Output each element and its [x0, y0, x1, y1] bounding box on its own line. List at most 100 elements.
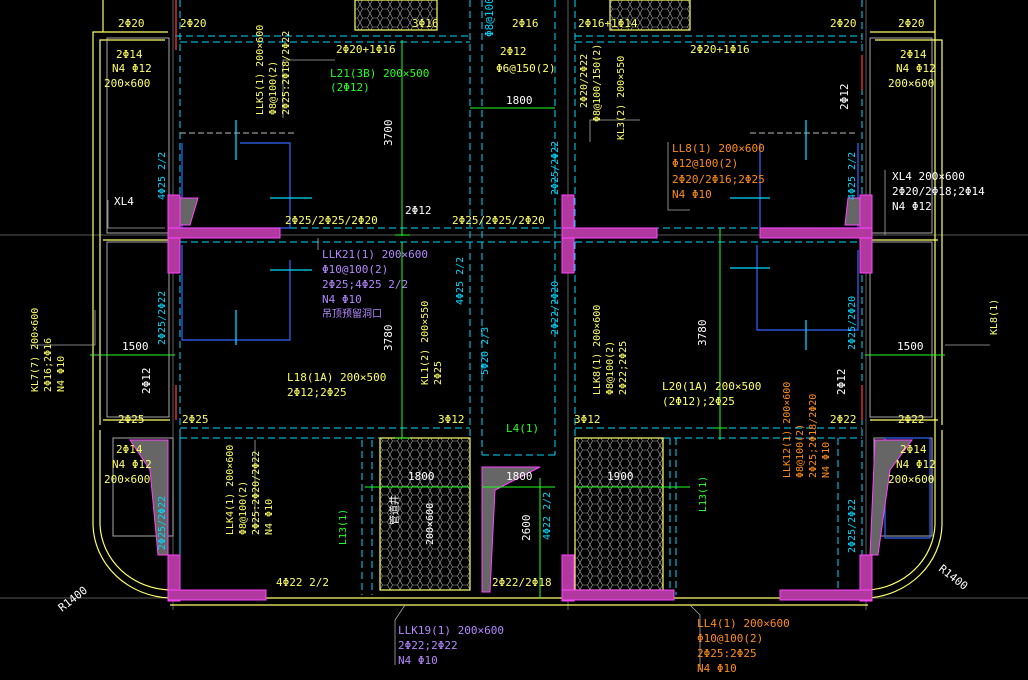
text-line: 200×600 [104, 77, 150, 90]
text-line: 2Φ22;2Φ25 [618, 341, 629, 395]
kl7-annotation: KL7(7) 200×600 2Φ16;2Φ16 N4 Φ10 [30, 308, 67, 392]
text-line: LLK12(1) 200×600 [782, 382, 793, 478]
text-line: 2Φ14 [900, 443, 927, 456]
text-line: Φ10@100(2) [322, 263, 388, 276]
label-row2-left-b: 2Φ25 [182, 413, 209, 426]
label-vert-center-top: 2Φ25/2Φ22 [550, 141, 561, 195]
text-line: N4 Φ10 [264, 499, 275, 535]
label-vert-right-top: 4Φ25 2/2 [847, 152, 858, 200]
label-row1-left: 2Φ25/2Φ25/2Φ20 [285, 214, 378, 227]
label-beam-top-right-run: 2Φ20+1Φ16 [690, 43, 750, 56]
text-line: N4 Φ12 [112, 458, 152, 471]
label-vert-right-mid: 2Φ25/2Φ20 [847, 296, 858, 350]
text-line: 2Φ16;2Φ16 [43, 338, 54, 392]
label-bottom-2phi22: 2Φ22/2Φ18 [492, 576, 552, 589]
text-line: 2Φ12;2Φ25 [287, 386, 347, 399]
text-line: Φ8@100(2) [795, 424, 806, 478]
label-mid-top-a: 2Φ12 [500, 45, 527, 58]
label-left-2phi12: 2Φ12 [140, 368, 153, 395]
text-line: 2Φ14 [116, 48, 143, 61]
text-line: N4 Φ12 [112, 62, 152, 75]
text-line: KL1(2) 200×550 [420, 301, 431, 385]
label-beam-top-left-run: 2Φ20+1Φ16 [336, 43, 396, 56]
label-row2-left-a: 2Φ25 [118, 413, 145, 426]
dim-3780-left: 3780 [382, 325, 395, 352]
text-line: 2Φ25:2Φ20/2Φ22 [251, 451, 262, 535]
label-top-mid-left: 3Φ16 [412, 17, 439, 30]
text-line: 2Φ25:2Φ18/2Φ22 [281, 31, 292, 115]
l18-annotation: L18(1A) 200×500 2Φ12;2Φ25 [287, 371, 386, 399]
dim-1500-right: 1500 [897, 340, 924, 353]
label-row1-right: 2Φ25/2Φ25/2Φ20 [452, 214, 545, 227]
label-mid-top-b: Φ6@150(2) [496, 62, 556, 75]
text-line: 200×600 [104, 473, 150, 486]
text-line: N4 Φ12 [896, 458, 936, 471]
text-line: (2Φ12) [330, 81, 370, 94]
text-line: 2Φ14 [900, 48, 927, 61]
label-right-2phi12-mid: 2Φ12 [835, 369, 848, 396]
text-line: L18(1A) 200×500 [287, 371, 386, 384]
label-r1400-right: R1400 [936, 562, 970, 593]
text-line: N4 Φ12 [896, 62, 936, 75]
l21-annotation: L21(3B) 200×500 (2Φ12) [330, 67, 429, 94]
text-line: 2Φ25;2Φ18/2Φ20 [808, 394, 819, 478]
llk19-annotation: LLK19(1) 200×600 2Φ22;2Φ22 N4 Φ10 [398, 624, 504, 667]
text-line: N4 Φ10 [821, 442, 832, 478]
text-line: LLK21(1) 200×600 [322, 248, 428, 261]
left-column-reinf-low: 2Φ14 N4 Φ12 200×600 [104, 443, 152, 486]
text-line: L20(1A) 200×500 [662, 380, 761, 393]
label-row2-3phi12-a: 3Φ12 [438, 413, 465, 426]
llk4-annotation: LLK4(1) 200×600 Φ8@100(2) 2Φ25:2Φ20/2Φ22… [225, 445, 275, 535]
label-shaft-dim: 200×600 [425, 503, 436, 545]
label-top-left-b: 2Φ20 [180, 17, 207, 30]
text-line: N4 Φ10 [672, 188, 712, 201]
label-top-left-a: 2Φ20 [118, 17, 145, 30]
dim-1800-mid2: 1800 [506, 470, 533, 483]
text-line: N4 Φ10 [56, 356, 67, 392]
ll8-annotation: LL8(1) 200×600 Φ12@100(2) 2Φ20/2Φ16;2Φ25… [672, 142, 765, 201]
label-top-mid-b: 2Φ16 [512, 17, 539, 30]
llk8-annotation: LLK8(1) 200×600 Φ8@100(2) 2Φ22;2Φ25 [592, 305, 629, 395]
beam-lines [175, 0, 863, 595]
label-vert-left-mid: 2Φ25/2Φ22 [157, 291, 168, 345]
text-line: 200×600 [888, 77, 934, 90]
label-top-right-a: 2Φ20 [830, 17, 857, 30]
l20-annotation: L20(1A) 200×500 (2Φ12);2Φ25 [662, 380, 761, 408]
dim-1800-top: 1800 [506, 94, 533, 107]
text-line: N4 Φ10 [398, 654, 438, 667]
text-line: N4 Φ12 [892, 200, 932, 213]
text-line: LLK8(1) 200×600 [592, 305, 603, 395]
right-column-reinf-low: 2Φ14 N4 Φ12 200×600 [888, 443, 936, 486]
llk12-annotation: LLK12(1) 200×600 Φ8@100(2) 2Φ25;2Φ18/2Φ2… [782, 382, 832, 478]
kl1-annotation: KL1(2) 200×550 2Φ25 [420, 301, 444, 385]
text-line: 2Φ25;4Φ25 2/2 [322, 278, 408, 291]
dim-1900: 1900 [607, 470, 634, 483]
right-column-reinf-top: 2Φ14 N4 Φ12 200×600 [888, 48, 936, 90]
text-line: LLK4(1) 200×600 [225, 445, 236, 535]
text-line: Φ8@100(2) [238, 481, 249, 535]
label-vert-left-top: 4Φ25 2/2 [157, 152, 168, 200]
text-line: L21(3B) 200×500 [330, 67, 429, 80]
text-line: 2Φ25 [433, 361, 444, 385]
label-top-right-b: 2Φ20 [898, 17, 925, 30]
dim-1800-mid: 1800 [408, 470, 435, 483]
text-line: 2Φ25:2Φ25 [697, 647, 757, 660]
label-right-2phi12: 2Φ12 [838, 84, 851, 111]
label-row2-right-b: 2Φ22 [898, 413, 925, 426]
label-vert-5phi20: 5Φ20 2/3 [480, 327, 491, 375]
kl3-annotation: 2Φ20/2Φ22 Φ8@100/150(2) KL3(2) 200×550 [579, 44, 627, 140]
text-line: Φ8@100(2) [268, 61, 279, 115]
xl4-right-annotation: XL4 200×600 2Φ20/2Φ18;2Φ14 N4 Φ12 [892, 170, 985, 213]
text-line: 吊顶预留洞口 [322, 307, 382, 320]
label-vert-left-low: 2Φ25/2Φ22 [157, 496, 168, 550]
outer-walls [92, 0, 943, 606]
text-line: N4 Φ10 [697, 662, 737, 675]
label-vert-4phi25: 4Φ25 2/2 [455, 257, 466, 305]
dim-3780-right: 3780 [696, 320, 709, 347]
ll4-annotation: LL4(1) 200×600 Φ10@100(2) 2Φ25:2Φ25 N4 Φ… [697, 617, 790, 675]
text-line: 2Φ22;2Φ22 [398, 639, 458, 652]
label-xl4-left: XL4 [114, 195, 134, 208]
text-line: KL3(2) 200×550 [616, 56, 627, 140]
label-l13-right: L13(1) [698, 476, 709, 512]
text-line: 2Φ20/2Φ16;2Φ25 [672, 173, 765, 186]
